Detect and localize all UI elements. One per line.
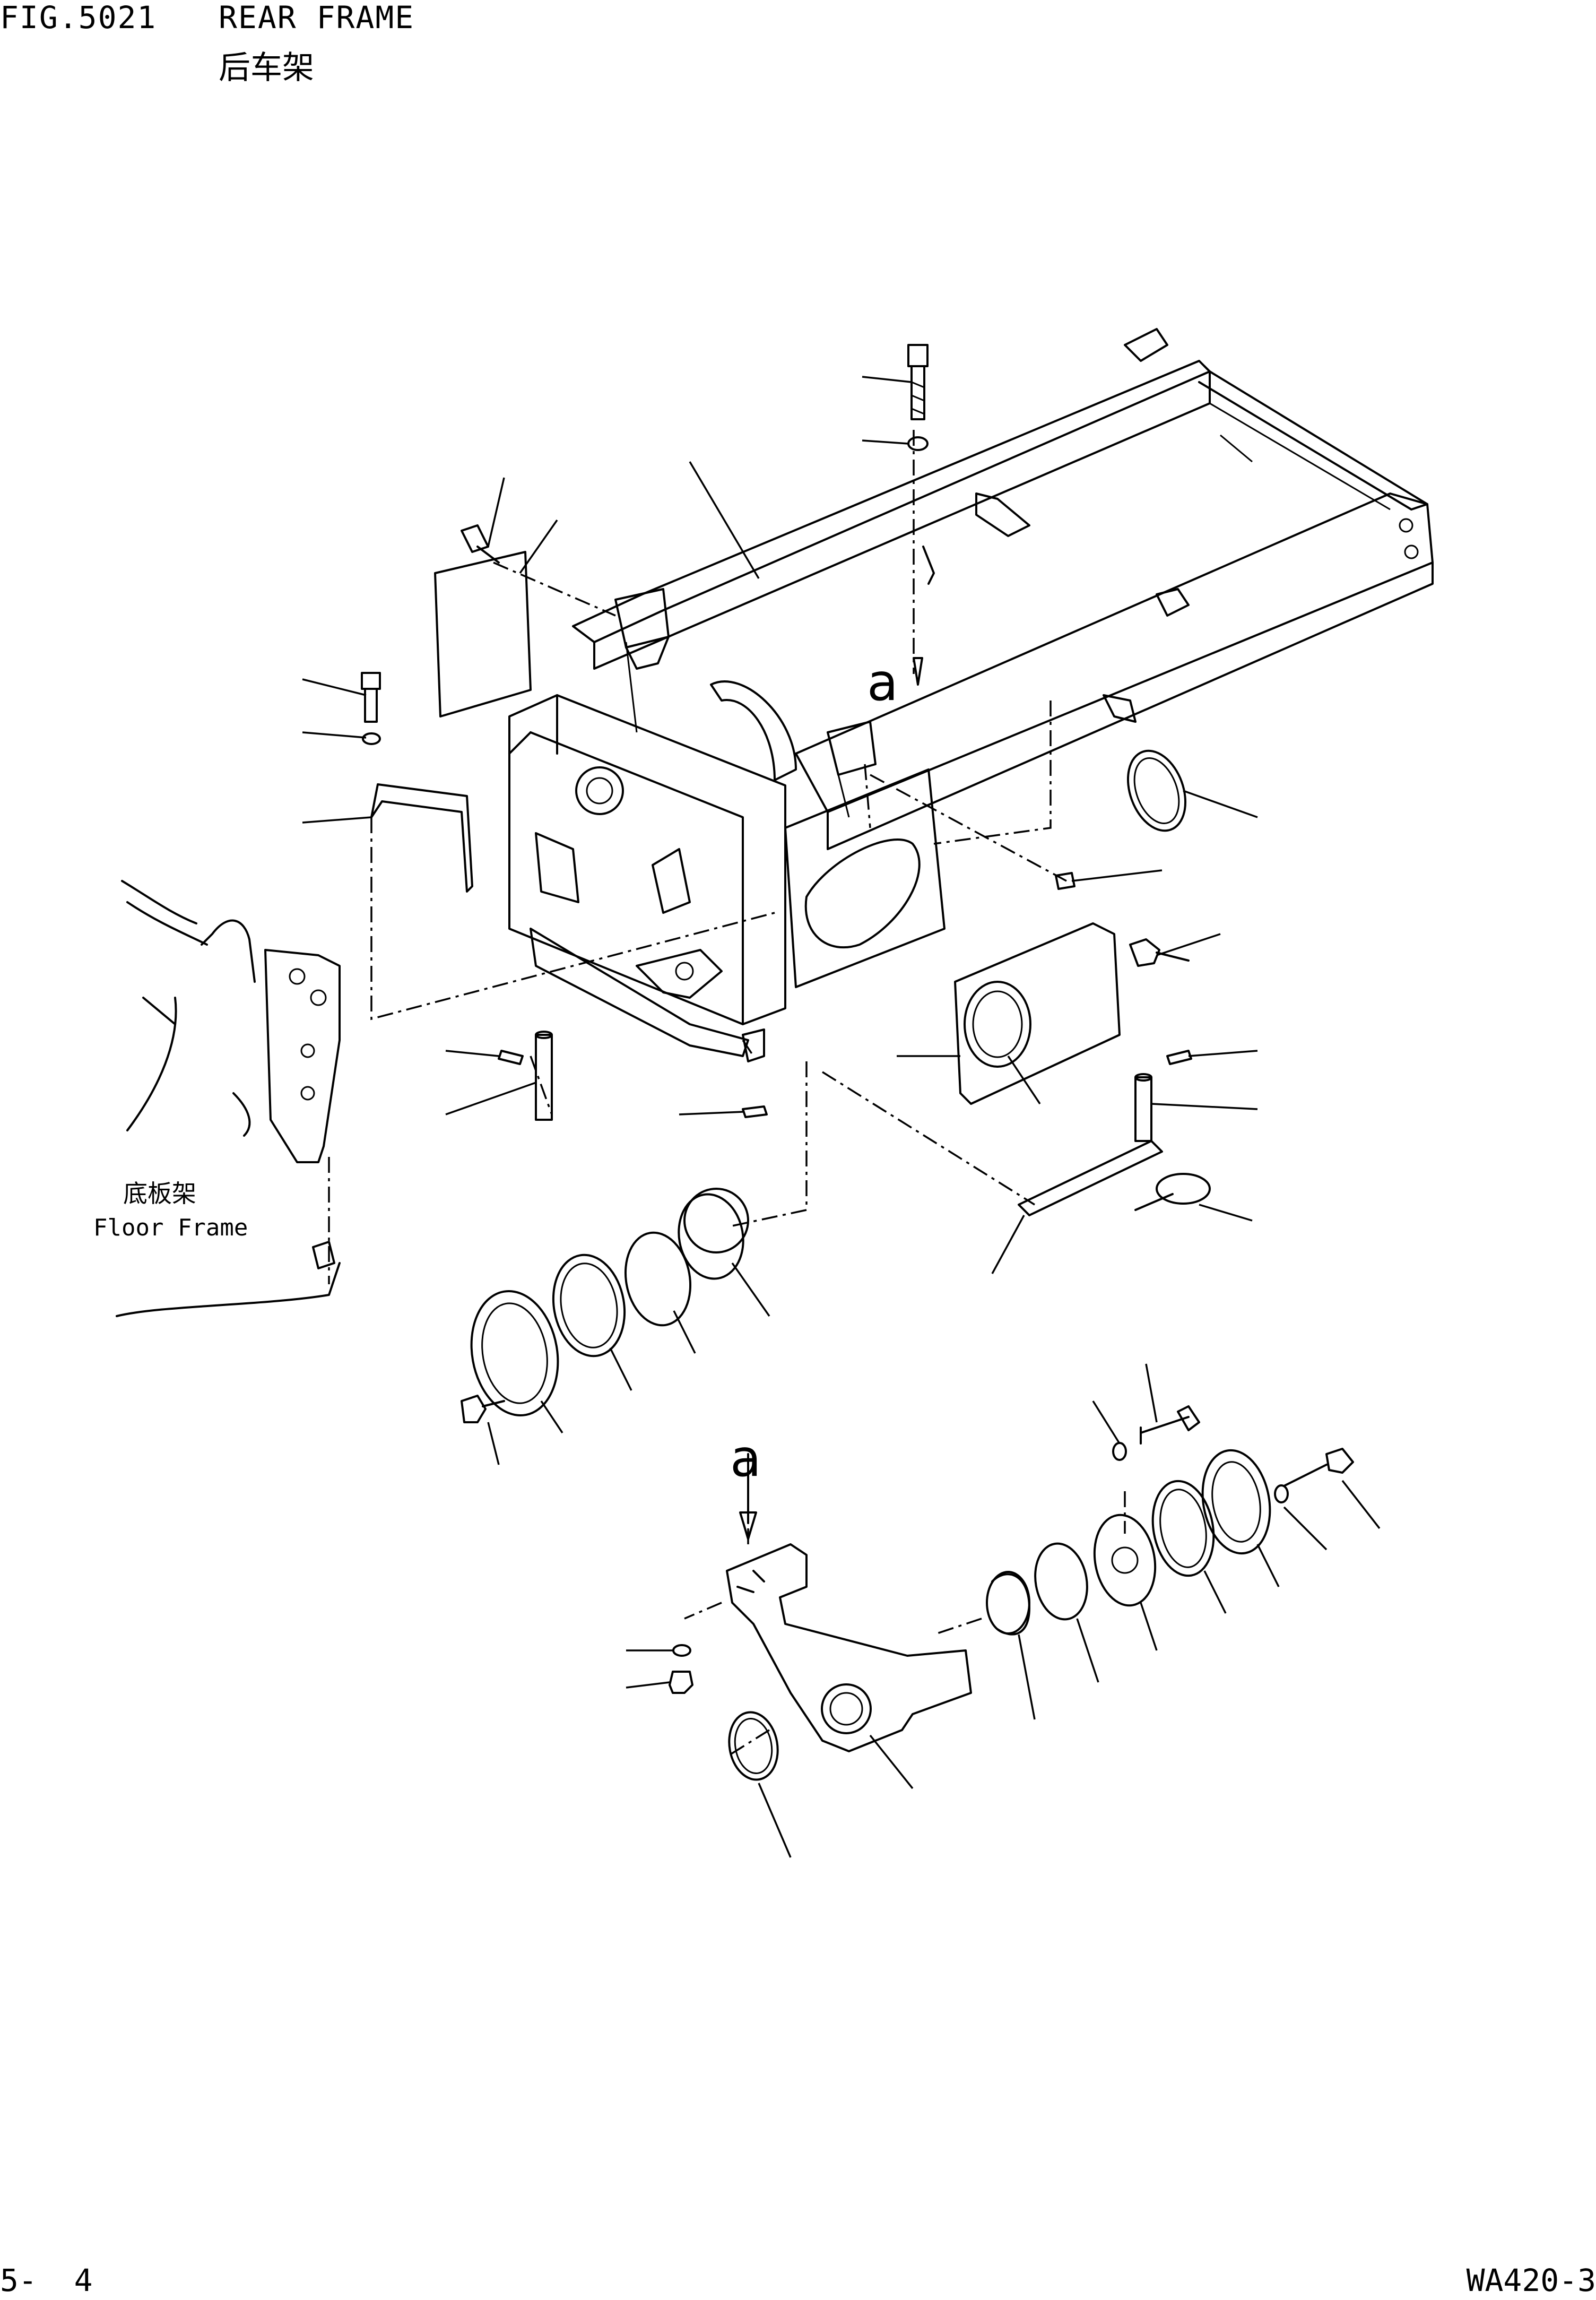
floor-frame-label-cn: 底板架 (123, 1179, 196, 1208)
parts-right (954, 749, 1211, 1216)
assembly-lines (370, 430, 1126, 1758)
rear-frame-main (508, 328, 1434, 1057)
bolt-top (907, 344, 929, 686)
bracket-left (361, 672, 473, 893)
page-number: 5- 4 (0, 2262, 93, 2298)
model-number: WA420-3 (1466, 2262, 1596, 2298)
leader-lines (302, 376, 1381, 1858)
figure-number: FIG.5021 (0, 0, 157, 36)
cover-plate-left (434, 524, 532, 717)
seal-stack-right (986, 1405, 1354, 1636)
figure-title: REAR FRAME (219, 0, 415, 36)
floor-frame-label: Floor Frame (93, 1214, 248, 1241)
detail-mark-a-upper: a (867, 653, 898, 712)
pivot-bracket (669, 1453, 972, 1781)
pins-middle (498, 1028, 768, 1121)
detail-mark-a-lower: a (730, 1429, 761, 1488)
seal-stack-left (461, 1188, 749, 1423)
floor-frame (116, 880, 341, 1317)
figure-title-cn: 后车架 (219, 49, 314, 87)
